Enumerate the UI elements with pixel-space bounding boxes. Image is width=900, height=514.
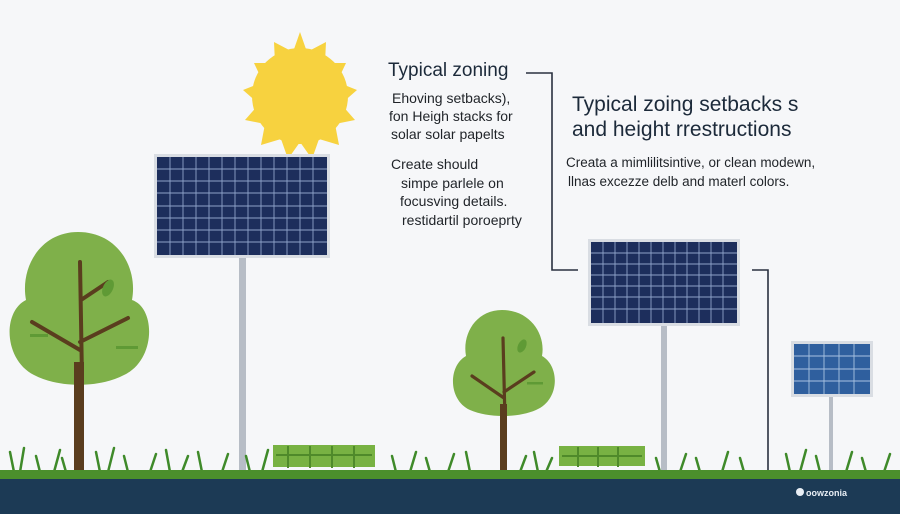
solar-panel-small — [791, 341, 873, 470]
left-note-line: simpe parlele on — [401, 175, 504, 191]
right-note-title-line2: and height rrestructions — [572, 118, 792, 141]
left-note-line: fon Heigh stacks for — [389, 108, 513, 124]
left-note-line: focusving details. — [400, 193, 508, 209]
brand-watermark: oowzonia — [806, 488, 847, 498]
hedge-icon-left — [273, 445, 375, 468]
grass — [8, 446, 892, 474]
solar-panel-medium — [588, 239, 740, 470]
right-note-line: Creata a mimlilitsintive, or clean modew… — [566, 155, 816, 170]
right-note-line: llnas excezze delb and materl colors. — [568, 174, 790, 189]
grass-strip — [0, 470, 900, 479]
left-note-line: restidartil poroeprty — [402, 212, 522, 228]
right-note-title-line1: Typical zoing setbacks s — [572, 93, 799, 116]
leader-lines — [526, 72, 769, 470]
solar-panel-large — [154, 154, 330, 470]
tree-icon-left — [9, 232, 150, 472]
sun-icon — [243, 32, 357, 159]
ground-band — [0, 479, 900, 514]
hedge-icon-right — [559, 446, 645, 467]
brand-logo-icon — [796, 488, 804, 496]
tree-icon-middle — [452, 310, 555, 472]
left-note-title: Typical zoning — [388, 60, 509, 81]
left-note-line: solar solar papelts — [391, 126, 505, 142]
left-note-line: Create should — [391, 156, 479, 172]
left-note-line: Ehoving setbacks), — [392, 90, 511, 106]
